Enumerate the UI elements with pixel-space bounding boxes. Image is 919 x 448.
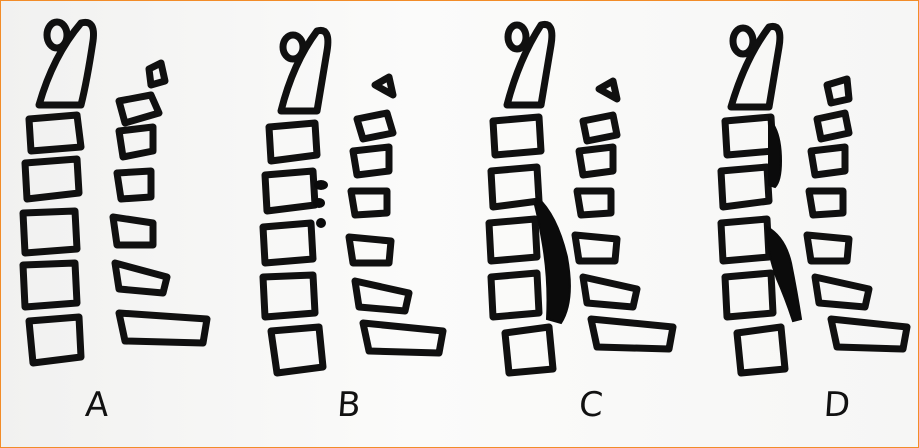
panel-d-segmental-ossification [769,119,781,187]
panel-b-vertebral-body [271,327,323,373]
panel-a-spinous-process [117,171,151,199]
panel-b-spinous-process [355,281,409,311]
panel-c-drawing [489,24,673,373]
panel-b-spinous-process [351,191,387,215]
panel-b-calcification [315,181,327,189]
panel-d-vertebral-body [721,219,769,261]
panel-c-atlas-tubercle [508,25,526,49]
panel-c-spinous-process [583,115,617,141]
panel-d-drawing [721,26,907,373]
panel-d-spinous-process [807,235,849,261]
panel-a-spinous-process [115,263,167,293]
panel-label-d: D [806,385,869,425]
panel-d-spinous-process [811,147,845,175]
panel-c-spinous-process [591,319,673,349]
panel-a-spinous-process [113,217,153,245]
panel-a-vertebral-body [23,263,77,307]
panel-b-vertebral-body [263,275,315,317]
panel-b-spinous-process [357,113,393,139]
panel-d-spinous-process [827,79,849,103]
panel-b-spinous-process [363,323,443,353]
panel-d-vertebral-body [725,117,773,155]
panel-d-spinous-process [831,319,907,349]
panel-a-vertebral-body [23,211,77,253]
panel-c-vertebral-body [489,219,537,261]
panel-d-atlas-tubercle [733,28,753,54]
panel-a-vertebral-body [29,317,81,363]
panel-c-vertebral-body [505,327,553,373]
panel-b-spinous-process [375,77,393,95]
panel-c-spinous-process [575,235,617,261]
panel-a-spinous-process [149,63,165,85]
panel-b-vertebral-body [269,123,317,161]
panel-c-spinous-process [577,191,611,215]
panel-b-vertebral-body [263,223,313,263]
panel-c-spinous-process [599,81,617,99]
panel-a-vertebral-body [29,115,81,151]
panel-a-spinous-process [119,127,153,157]
panel-label-a: A [66,385,129,425]
panel-d-spinous-process [815,277,869,307]
panel-d-spinous-process [809,191,843,215]
panel-d-vertebral-body [725,273,773,317]
panel-c-vertebral-body [493,117,541,155]
panel-a-spinous-process [119,95,159,123]
panel-b-drawing [263,30,443,373]
panel-c-vertebral-body [491,167,539,207]
panel-a-spinous-process [119,313,207,343]
panel-a-drawing [23,22,207,363]
panel-c-vertebral-body [491,273,539,317]
panel-d-vertebral-body [737,327,785,373]
panel-label-b: B [318,385,381,425]
panel-b-calcification [314,199,324,207]
panel-d-vertebral-body [721,167,769,207]
panel-b-spinous-process [349,237,391,263]
panel-a-vertebral-body [25,159,79,199]
panel-d-spinous-process [817,113,849,139]
panel-c-spinous-process [579,147,613,175]
panel-b-vertebral-body [265,171,315,211]
panel-b-calcification [317,219,325,227]
panel-c-spinous-process [583,277,637,307]
panel-label-c: C [560,385,623,425]
panel-b-spinous-process [353,147,389,175]
